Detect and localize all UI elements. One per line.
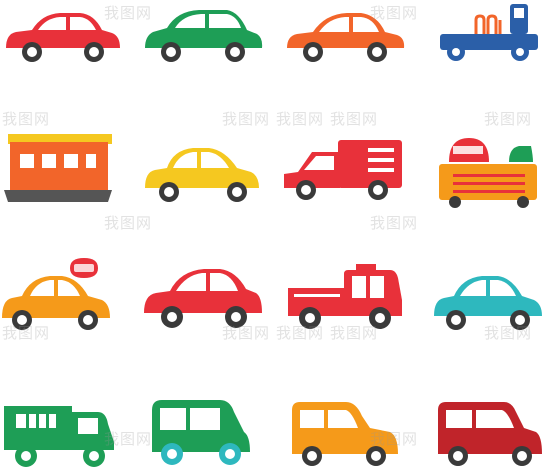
darkred-suv-icon (434, 398, 544, 473)
orange-sedan-icon (285, 8, 405, 69)
watermark: 我图网 (104, 214, 153, 232)
watermark: 我图网 (370, 430, 419, 448)
watermark: 我图网 (370, 4, 419, 22)
orange-bus-icon (2, 132, 114, 211)
orange-flatbed-truck-icon (437, 132, 541, 215)
watermark: 我图网我图网我图网 (222, 324, 379, 342)
watermark: 我图网 (484, 324, 533, 342)
orange-taxi-car-icon (0, 256, 112, 339)
green-truck-icon (2, 402, 118, 475)
watermark: 我图网 (104, 430, 153, 448)
teal-hatchback-icon (432, 272, 544, 337)
yellow-hatchback-icon (143, 142, 261, 209)
red-sedan-icon (2, 6, 122, 69)
watermark: 我图网 (370, 214, 419, 232)
watermark: 我图网 (104, 4, 153, 22)
watermark: 我图网 (484, 110, 533, 128)
yellow-wagon-icon (288, 400, 402, 473)
watermark: 我图网我图网我图网 (222, 110, 379, 128)
red-pickup-truck-icon (286, 262, 406, 337)
teal-minivan-icon (148, 396, 254, 473)
red-delivery-truck-icon (282, 138, 406, 207)
watermark: 我图网 (2, 110, 51, 128)
green-hatchback-icon (143, 6, 263, 69)
watermark: 我图网 (2, 324, 51, 342)
blue-pickup-truck-icon (436, 0, 542, 67)
red-hatchback-icon (142, 265, 264, 336)
